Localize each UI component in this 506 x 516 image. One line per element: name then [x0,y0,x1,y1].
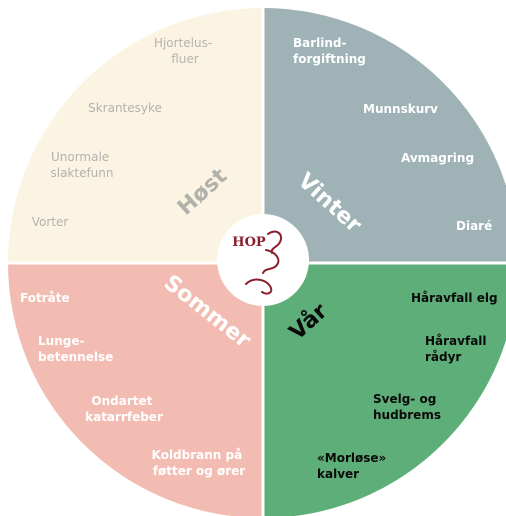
quadrant-vinter [263,8,506,263]
center-logo-circle [217,214,309,306]
sommer-item-3: Koldbrann på føtter og ører [152,448,247,478]
quadrant-host [8,8,263,263]
quadrant-var [263,263,506,516]
quadrant-sommer [8,263,263,516]
hop-logo: HOP [232,230,282,295]
host-item-1: Skrantesyke [88,101,162,115]
var-item-1: Håravfall rådyr [425,334,491,364]
sommer-item-2: Ondartet katarrfeber [85,394,163,424]
var-item-0: Håravfall elg [411,291,498,305]
sommer-item-0: Fotråte [20,291,70,305]
hop-logo-text: HOP [232,235,266,250]
vinter-item-3: Diaré [456,219,492,233]
var-item-2: Svelg- og hudbrems [373,392,441,422]
host-item-3: Vorter [32,215,69,229]
vinter-item-2: Avmagring [401,151,474,165]
sommer-item-1: Lunge- betennelse [38,334,113,364]
vinter-item-1: Munnskurv [363,102,438,116]
host-item-0: Hjortelus- fluer [154,36,216,66]
vinter-item-0: Barlind- forgiftning [293,36,366,66]
var-item-3: «Morløse» kalver [317,451,390,481]
logo-swirl-mid [262,249,280,274]
host-item-2: Unormale slaktefunn [50,150,113,180]
logo-swirl-top [267,230,282,254]
logo-swirl-bottom [245,278,273,295]
